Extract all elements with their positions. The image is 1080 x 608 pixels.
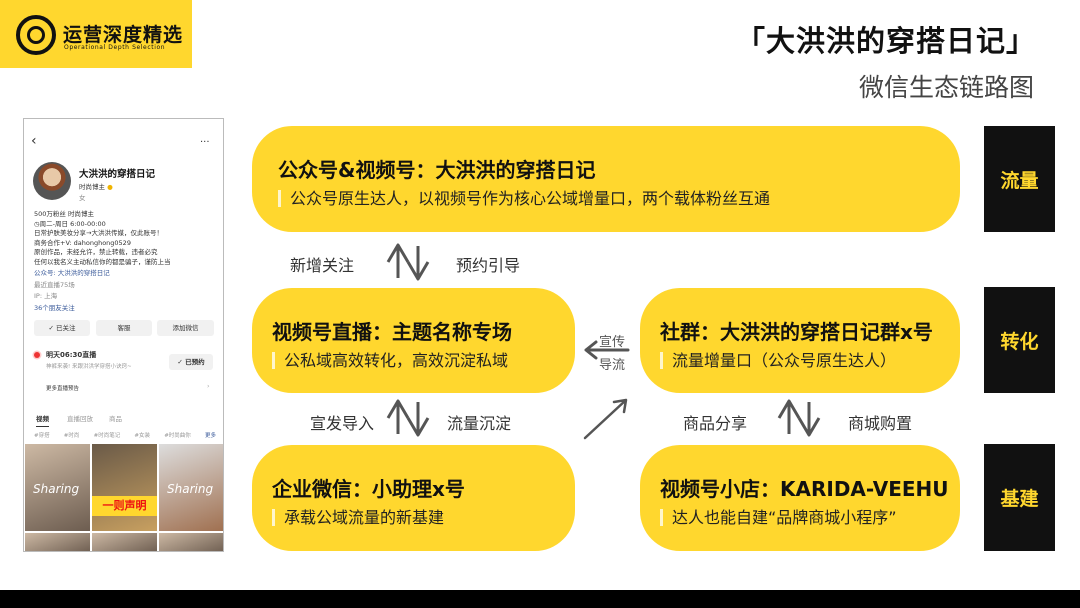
swap-arrows-icon: [386, 399, 430, 437]
tag[interactable]: #穿搭: [34, 433, 50, 439]
ip-location: IP: 上海: [34, 292, 58, 300]
logo-mark-inner: [27, 26, 45, 44]
page-title: 「大洪洪的穿搭日记」: [735, 24, 1036, 58]
reserved-button[interactable]: ✓ 已预约: [169, 354, 213, 370]
bio-line: 原创作品，未经允许，禁止转载，违者必究: [34, 248, 158, 256]
bottom-bar: [0, 590, 1080, 608]
tab-live-replay[interactable]: 直播回放: [67, 415, 93, 423]
profile-category: 时尚博主 ●: [79, 181, 113, 191]
card-title: 视频号直播：主题名称专场: [272, 320, 512, 344]
note-mall-purchase: 商城购置: [848, 414, 913, 433]
live-dot-icon: [34, 352, 40, 358]
tag[interactable]: #女装: [134, 433, 150, 439]
verified-icon: ●: [107, 183, 113, 191]
card-channels-live: 视频号直播：主题名称专场 公私域高效转化，高效沉淀私域: [252, 288, 575, 393]
label-infrastructure: 基建: [984, 444, 1055, 551]
card-channels-shop: 视频号小店：KARIDA-VEEHU 达人也能自建“品牌商城小程序”: [640, 445, 960, 551]
label-conversion: 转化: [984, 287, 1055, 393]
logo-mark-icon: [16, 15, 56, 55]
thumb-caption: Sharing: [33, 482, 80, 496]
bio-line: 任何以我名义主动私信你的都是骗子，谨防上当: [34, 257, 171, 266]
note-product-share: 商品分享: [683, 414, 748, 433]
video-thumbnail[interactable]: Sharing: [25, 444, 90, 531]
swap-arrows-icon: [777, 399, 821, 437]
profile-name: 大洪洪的穿搭日记: [79, 169, 156, 180]
label-traffic: 流量: [984, 126, 1055, 232]
card-desc: 流量增量口（公众号原生达人）: [660, 352, 960, 369]
card-title: 社群：大洪洪的穿搭日记群x号: [660, 320, 933, 344]
followed-button[interactable]: ✓ 已关注: [34, 320, 90, 336]
category-text: 时尚博主: [79, 183, 105, 191]
video-thumbnail[interactable]: [25, 533, 90, 551]
card-community: 社群：大洪洪的穿搭日记群x号 流量增量口（公众号原生达人）: [640, 288, 960, 393]
avatar: [33, 162, 71, 200]
card-desc: 公众号原生达人，以视频号作为核心公域增量口，两个载体粉丝互通: [278, 190, 960, 207]
tag[interactable]: #时尚笔记: [93, 433, 121, 439]
friends-following[interactable]: 36个朋友关注: [34, 303, 75, 312]
tab-products[interactable]: 商品: [109, 415, 122, 423]
card-official-account-channels: 公众号&视频号：大洪洪的穿搭日记 公众号原生达人，以视频号作为核心公域增量口，两…: [252, 126, 960, 232]
official-account-link[interactable]: 公众号: 大洪洪的穿搭日记: [34, 269, 110, 277]
bio-line: 500万粉丝 时尚博主: [34, 210, 94, 218]
note-promo-import: 宣发导入: [310, 414, 375, 433]
card-title: 公众号&视频号：大洪洪的穿搭日记: [278, 158, 596, 182]
video-thumbnail[interactable]: [92, 533, 157, 551]
arrow-diagonal-icon: [583, 398, 628, 440]
card-title: 视频号小店：KARIDA-VEEHU: [660, 477, 949, 501]
note-traffic-retain: 流量沉淀: [447, 414, 512, 433]
video-thumbnail[interactable]: [159, 533, 223, 551]
note-divert: 导流: [599, 358, 626, 373]
note-reserve-guide: 预约引导: [456, 256, 521, 275]
back-icon[interactable]: ‹: [31, 133, 37, 149]
page-subtitle: 微信生态链路图: [858, 73, 1034, 102]
thumb-caption: Sharing: [167, 482, 214, 496]
logo-tagline: Operational Depth Selection: [64, 44, 166, 51]
bio-line: ◷周二-周日 6:00-00:00: [34, 219, 106, 228]
customer-service-button[interactable]: 客服: [96, 320, 152, 336]
tag[interactable]: #时尚曲你: [164, 433, 191, 439]
live-desc: 神裤来袭! 来跟洪洪学穿搭小诀窍~: [46, 364, 132, 370]
add-wechat-button[interactable]: 添加微信: [157, 320, 214, 336]
video-thumbnail[interactable]: Sharing: [159, 444, 223, 531]
video-thumbnail[interactable]: 一则声明: [92, 444, 157, 531]
bio-line: 日常护肤美妆分享→大洪洪传媒，仅此账号！: [34, 229, 163, 237]
arrow-left-icon: [584, 340, 630, 360]
card-desc: 承载公域流量的新基建: [272, 509, 575, 526]
logo: 运营深度精选 Operational Depth Selection: [0, 0, 192, 68]
chevron-right-icon: ›: [207, 382, 210, 390]
card-desc: 达人也能自建“品牌商城小程序”: [660, 509, 960, 526]
logo-name: 运营深度精选: [63, 24, 184, 46]
tab-videos[interactable]: 视频: [36, 413, 49, 427]
bio-line: 商务合作+V: dahonghong0529: [34, 238, 131, 247]
phone-screenshot: ‹ ··· 大洪洪的穿搭日记 时尚博主 ● 女 500万粉丝 时尚博主 ◷周二-…: [23, 118, 224, 552]
more-tags-link[interactable]: 更多: [204, 433, 216, 439]
tag-row: #穿搭 #时尚 #时尚笔记 #女装 #时尚曲你 更多: [34, 431, 216, 439]
swap-arrows-icon: [386, 243, 430, 281]
more-icon[interactable]: ···: [200, 137, 210, 148]
card-wecom: 企业微信：小助理x号 承载公域流量的新基建: [252, 445, 575, 551]
recent-live: 最近直播75场: [34, 280, 75, 289]
note-promo: 宣传: [599, 335, 626, 350]
profile-gender: 女: [79, 194, 86, 202]
tag[interactable]: #时尚: [63, 433, 80, 439]
live-title: 明天06:30直播: [46, 351, 97, 359]
card-title: 企业微信：小助理x号: [272, 477, 465, 501]
profile-bio: 500万粉丝 时尚博主 ◷周二-周日 6:00-00:00 日常护肤美妆分享→大…: [34, 210, 171, 313]
more-live-link[interactable]: 更多直播预告: [46, 386, 80, 392]
note-new-follow: 新增关注: [290, 256, 355, 275]
thumb-caption: 一则声明: [92, 496, 157, 516]
card-desc: 公私域高效转化，高效沉淀私域: [272, 352, 575, 369]
